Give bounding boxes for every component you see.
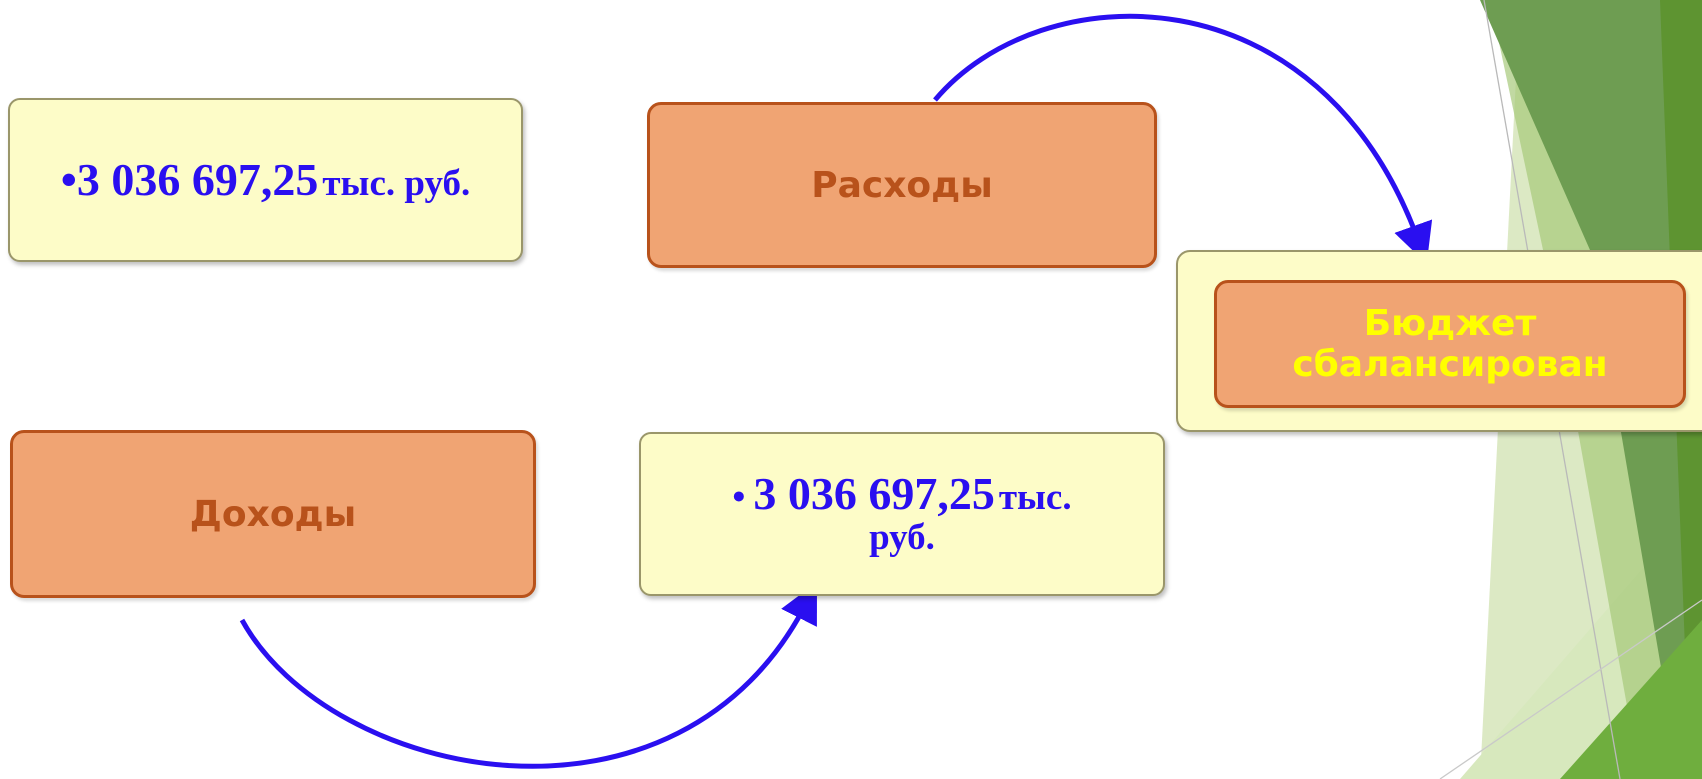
budget-outer-box: Бюджет сбалансирован <box>1176 250 1702 432</box>
income-amount-unit-line1: тыс. <box>998 477 1072 519</box>
expenses-label: Расходы <box>811 164 993 206</box>
income-amount-unit-line2: руб. <box>869 516 935 558</box>
income-amount-box: • 3 036 697,25 тыс. руб. <box>639 432 1165 596</box>
decor-bright-green-triangle <box>1560 620 1702 779</box>
budget-label-line2: сбалансирован <box>1292 344 1608 385</box>
arrow-expenses-to-budget <box>933 13 1433 264</box>
expenses-amount-bullet: • <box>60 153 77 205</box>
income-amount-number: 3 036 697,25 <box>753 468 995 520</box>
income-amount-bullet: • <box>732 477 746 519</box>
decor-green-shard <box>1480 0 1702 779</box>
expenses-amount-number: 3 036 697,25 <box>76 153 319 205</box>
budget-node: Бюджет сбалансирован <box>1214 280 1686 408</box>
expenses-amount-unit: тыс. руб. <box>322 162 471 204</box>
income-node: Доходы <box>10 430 536 598</box>
arrow-income-to-amount <box>239 582 817 769</box>
decor-thin-line-2 <box>1439 599 1702 779</box>
expenses-node: Расходы <box>647 102 1157 268</box>
budget-label-line1: Бюджет <box>1363 302 1537 344</box>
income-label: Доходы <box>189 493 357 535</box>
expenses-amount-box: •3 036 697,25 тыс. руб. <box>8 98 523 262</box>
income-amount-text: • 3 036 697,25 тыс. руб. <box>732 470 1071 557</box>
expenses-amount-text: •3 036 697,25 тыс. руб. <box>60 153 471 205</box>
